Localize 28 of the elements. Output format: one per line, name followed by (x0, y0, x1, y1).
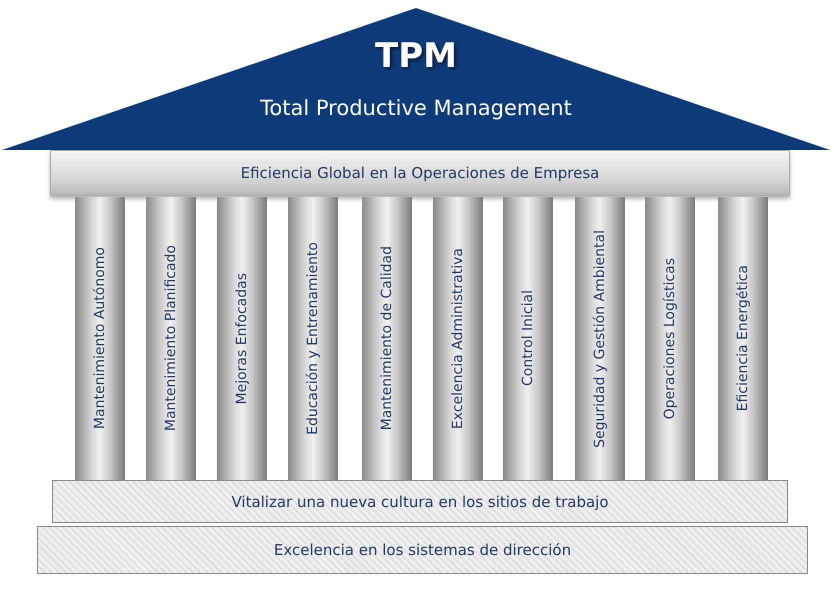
beam-label: Eficiencia Global en la Operaciones de Empresa (240, 164, 600, 182)
beam (50, 150, 790, 196)
roof-title: TPM (374, 36, 458, 76)
pillar (645, 197, 695, 480)
pillar (217, 197, 267, 480)
pillar (362, 197, 412, 480)
pillar (288, 197, 338, 480)
pillar (146, 197, 196, 480)
pillar (433, 197, 483, 480)
pillar-label: Mantenimiento Planificado (163, 245, 179, 432)
pillar (503, 197, 553, 480)
pillar-label: Seguridad y Gestión Ambiental (592, 230, 608, 448)
base-step (52, 480, 788, 523)
pillar (575, 197, 625, 480)
pillar-label: Excelencia Administrativa (450, 248, 466, 430)
pillar (718, 197, 768, 480)
pillar-label: Mantenimiento Autónomo (92, 247, 108, 430)
pillar-label: Mejoras Enfocadas (234, 272, 250, 404)
pillar (75, 197, 125, 480)
step-label: Excelencia en los sistemas de dirección (274, 541, 572, 559)
pillar-label: Operaciones Logísticas (662, 258, 678, 420)
pillar-label: Eficiencia Energética (735, 265, 751, 412)
roof-subtitle: Total Productive Management (259, 96, 573, 120)
step-label: Vitalizar una nueva cultura en los sitios de trabajo (231, 492, 609, 510)
pillar-label: Mantenimiento de Calidad (379, 246, 395, 431)
base-step (37, 526, 808, 574)
pillar-label: Educación y Entrenamiento (305, 242, 321, 435)
pillar-label: Control Inicial (520, 290, 536, 386)
